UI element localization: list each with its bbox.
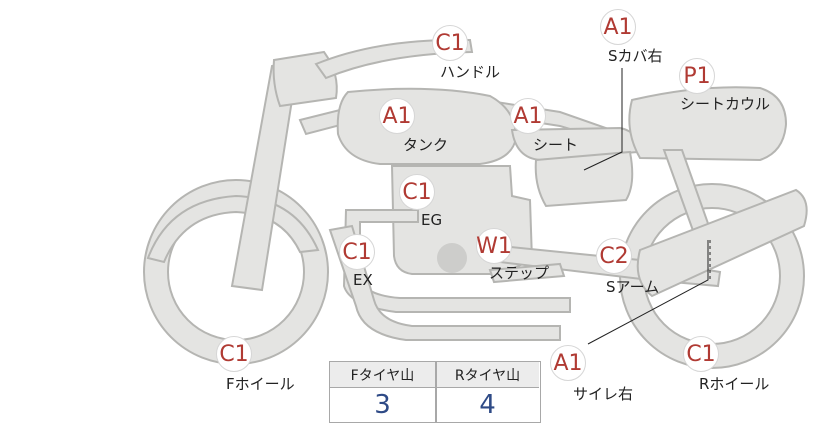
step-code-badge: W1 <box>476 228 512 264</box>
step-shape <box>488 262 566 284</box>
handle-code-badge: C1 <box>432 25 468 61</box>
front-tread-header: Fタイヤ山 <box>330 362 435 388</box>
swingarm-code-badge: C2 <box>596 238 632 274</box>
seat-code-badge: A1 <box>510 98 546 134</box>
rear-tread-header: Rタイヤ山 <box>436 362 539 388</box>
handle-label: ハンドル <box>440 63 501 81</box>
front-wheel-label: Fホイール <box>226 375 295 393</box>
exhaust-label: EX <box>353 271 373 289</box>
scover-right-code-badge: A1 <box>600 9 636 45</box>
seatcowl-code-badge: P1 <box>679 58 715 94</box>
table-divider <box>435 362 437 422</box>
step-label: ステップ <box>489 264 550 282</box>
exhaust-code-badge: C1 <box>339 234 375 270</box>
rear-wheel-label: Rホイール <box>699 375 770 393</box>
front-tread-value: 3 <box>374 390 391 420</box>
silencer-label: サイレ右 <box>573 385 634 403</box>
seat-label: シート <box>533 136 579 154</box>
front-wheel-code-badge: C1 <box>216 336 252 372</box>
engine-code-badge: C1 <box>399 174 435 210</box>
seatcowl-label: シートカウル <box>680 95 771 113</box>
engine-label: EG <box>421 211 443 229</box>
tire-tread-table: Fタイヤ山 Rタイヤ山 3 4 <box>329 361 541 423</box>
swingarm-label: Sアーム <box>606 278 660 296</box>
tank-code-badge: A1 <box>379 98 415 134</box>
sidecover-shape <box>534 150 634 208</box>
scover-right-label: Sカバ右 <box>608 47 663 65</box>
rear-wheel-code-badge: C1 <box>683 336 719 372</box>
silencer-code-badge: A1 <box>550 345 586 381</box>
rear-tread-value: 4 <box>479 390 496 420</box>
silencer-shape <box>636 188 808 298</box>
tank-label: タンク <box>403 136 449 154</box>
